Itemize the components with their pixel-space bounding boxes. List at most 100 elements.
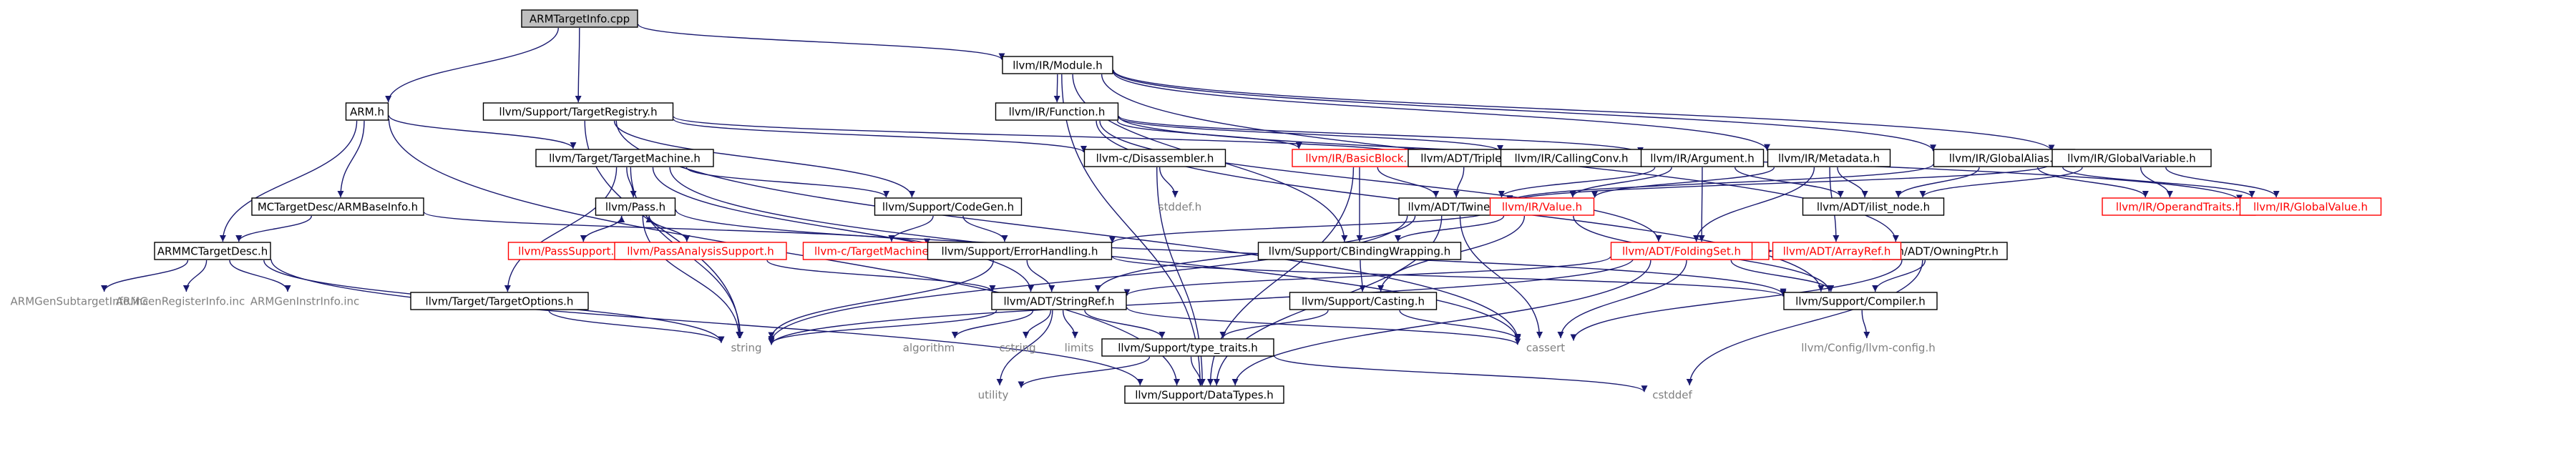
node-label: llvm/IR/CallingConv.h [1514,152,1628,165]
include-edge-typetraits-to-utility [1018,356,1151,388]
include-edge-mctdesc-to-datatypes [270,259,1143,386]
node-box [802,242,951,260]
node-label: llvm/Target/TargetOptions.h [426,295,574,308]
node-label: llvm/Support/CodeGen.h [882,201,1014,214]
node-box [1640,149,1765,167]
include-edge-fset-to-sref [1123,256,1611,296]
include-edge-compiler-to-config [1861,310,1870,339]
include-edge-function-to-attrs [1099,120,1662,242]
include-edge-module-to-function [1053,74,1060,103]
include-edge-treg-to-triple [673,116,1411,156]
node-label: llvm/Support/Casting.h [1302,295,1425,308]
graph-node-errh[interactable]: llvm/Support/ErrorHandling.h [927,242,1113,260]
graph-node-datatypes[interactable]: llvm/Support/DataTypes.h [1124,385,1284,404]
include-edge-treg-to-disasm [673,119,1087,153]
node-box [2051,149,2212,167]
node-box [874,197,1023,216]
graph-node-compiler[interactable]: llvm/Support/Compiler.h [1783,292,1938,310]
node-label: cassert [1526,342,1565,355]
include-edge-mctdesc-to-genreg [182,260,208,292]
graph-node-optraits[interactable]: llvm/IR/OperandTraits.h [2102,197,2256,216]
include-edge-typetraits-to-cstddef [1274,355,1648,393]
graph-node-gvalue[interactable]: llvm/IR/GlobalValue.h [2239,197,2382,216]
include-edge-metadata-to-fset [1693,167,1815,242]
node-label: llvm/IR/OperandTraits.h [2116,201,2242,214]
graph-node-aref[interactable]: llvm/ADT/ArrayRef.h [1772,242,1902,260]
node-box [154,242,271,260]
graph-node-geninstr: ARMGenInstrInfo.inc [250,295,360,308]
graph-node-ctmach[interactable]: llvm-c/TargetMachine.h [802,242,951,260]
graph-node-treg[interactable]: llvm/Support/TargetRegistry.h [482,102,674,121]
node-box [1772,242,1902,260]
graph-node-topts[interactable]: llvm/Target/TargetOptions.h [410,292,589,310]
include-edge-function-to-ccconv [1118,117,1503,152]
include-edge-root-to-treg [575,27,582,103]
node-box [927,242,1113,260]
node-box [1002,56,1113,74]
node-label: string [731,342,761,355]
include-edge-gvar-to-ilist [1919,167,2083,198]
graph-node-sref[interactable]: llvm/ADT/StringRef.h [991,292,1127,310]
node-box [1124,385,1284,404]
include-edge-function-to-argument [1118,115,1644,154]
node-box [1292,149,1428,167]
node-label: llvm/ADT/FoldingSet.h [1622,245,1741,258]
include-edge-topts-to-string [548,310,725,343]
include-edge-root-to-armh [385,27,559,103]
graph-node-typetraits[interactable]: llvm/Support/type_traits.h [1101,338,1274,357]
graph-node-mctdesc[interactable]: ARMMCTargetDesc.h [154,242,271,260]
graph-node-gvar[interactable]: llvm/IR/GlobalVariable.h [2051,149,2212,167]
graph-node-cbind[interactable]: llvm/Support/CBindingWrapping.h [1257,242,1462,260]
graph-node-fset[interactable]: llvm/ADT/FoldingSet.h [1610,242,1753,260]
graph-node-triple[interactable]: llvm/ADT/Triple.h [1407,149,1525,167]
graph-node-utility: utility [978,389,1009,402]
graph-node-module[interactable]: llvm/IR/Module.h [1002,56,1113,74]
include-edge-passanal-to-sref [766,260,996,292]
graph-node-disasm[interactable]: llvm-c/Disassembler.h [1083,149,1226,167]
node-label: llvm/Support/type_traits.h [1118,342,1258,355]
include-edge-mcbase-to-errh [424,212,930,246]
include-edge-sref-to-algorithm [951,310,1034,339]
graph-node-ilist[interactable]: llvm/ADT/ilist_node.h [1802,197,1945,216]
include-edge-casting-to-cassert [1399,310,1521,341]
graph-node-mcbase[interactable]: MCTargetDesc/ARMBaseInfo.h [251,197,424,216]
include-edge-codegen-to-errh [962,215,1008,242]
include-edge-passsup-to-pass [582,215,625,242]
node-label: llvm/Pass.h [605,201,665,214]
include-edge-argument-to-ilist [1734,167,1844,198]
graph-node-passsup[interactable]: llvm/PassSupport.h [507,242,632,260]
node-label: MCTargetDesc/ARMBaseInfo.h [258,201,418,214]
graph-node-root[interactable]: ARMTargetInfo.cpp [521,9,638,28]
graph-node-value[interactable]: llvm/IR/Value.h [1489,197,1595,216]
include-edge-galias-to-twine [1506,164,1934,202]
graph-node-metadata[interactable]: llvm/IR/Metadata.h [1767,149,1891,167]
node-label: llvm/Support/TargetRegistry.h [499,106,657,119]
graph-node-ccconv[interactable]: llvm/IR/CallingConv.h [1500,149,1643,167]
node-label: llvm/IR/Metadata.h [1778,152,1880,165]
node-label: llvm/IR/GlobalValue.h [2253,201,2368,214]
graph-node-passanal[interactable]: llvm/PassAnalysisSupport.h [614,242,787,260]
graph-node-tmach[interactable]: llvm/Target/TargetMachine.h [535,149,714,167]
graph-node-galias[interactable]: llvm/IR/GlobalAlias.h [1933,149,2076,167]
node-label: stddef.h [1158,201,1201,214]
graph-node-bblock[interactable]: llvm/IR/BasicBlock.h [1292,149,1428,167]
node-label: ARMMCTargetDesc.h [157,245,268,258]
include-edge-sref-to-cstring [1023,310,1052,339]
node-label: llvm/Support/DataTypes.h [1135,389,1274,402]
node-box [1083,149,1226,167]
node-box [1257,242,1462,260]
graph-node-argument[interactable]: llvm/IR/Argument.h [1640,149,1765,167]
include-edge-gvar-to-twine [1506,163,2052,204]
node-box [1289,292,1438,310]
graph-node-pass[interactable]: llvm/Pass.h [595,197,676,216]
node-label: utility [978,389,1009,402]
graph-node-codegen[interactable]: llvm/Support/CodeGen.h [874,197,1023,216]
graph-node-armh[interactable]: ARM.h [345,102,389,121]
include-edge-owning-to-cassert [1570,260,1903,341]
graph-node-function[interactable]: llvm/IR/Function.h [995,102,1119,121]
include-edge-sref-to-typetraits [1084,310,1166,339]
graph-node-casting[interactable]: llvm/Support/Casting.h [1289,292,1438,310]
node-label: llvm/PassSupport.h [518,245,621,258]
